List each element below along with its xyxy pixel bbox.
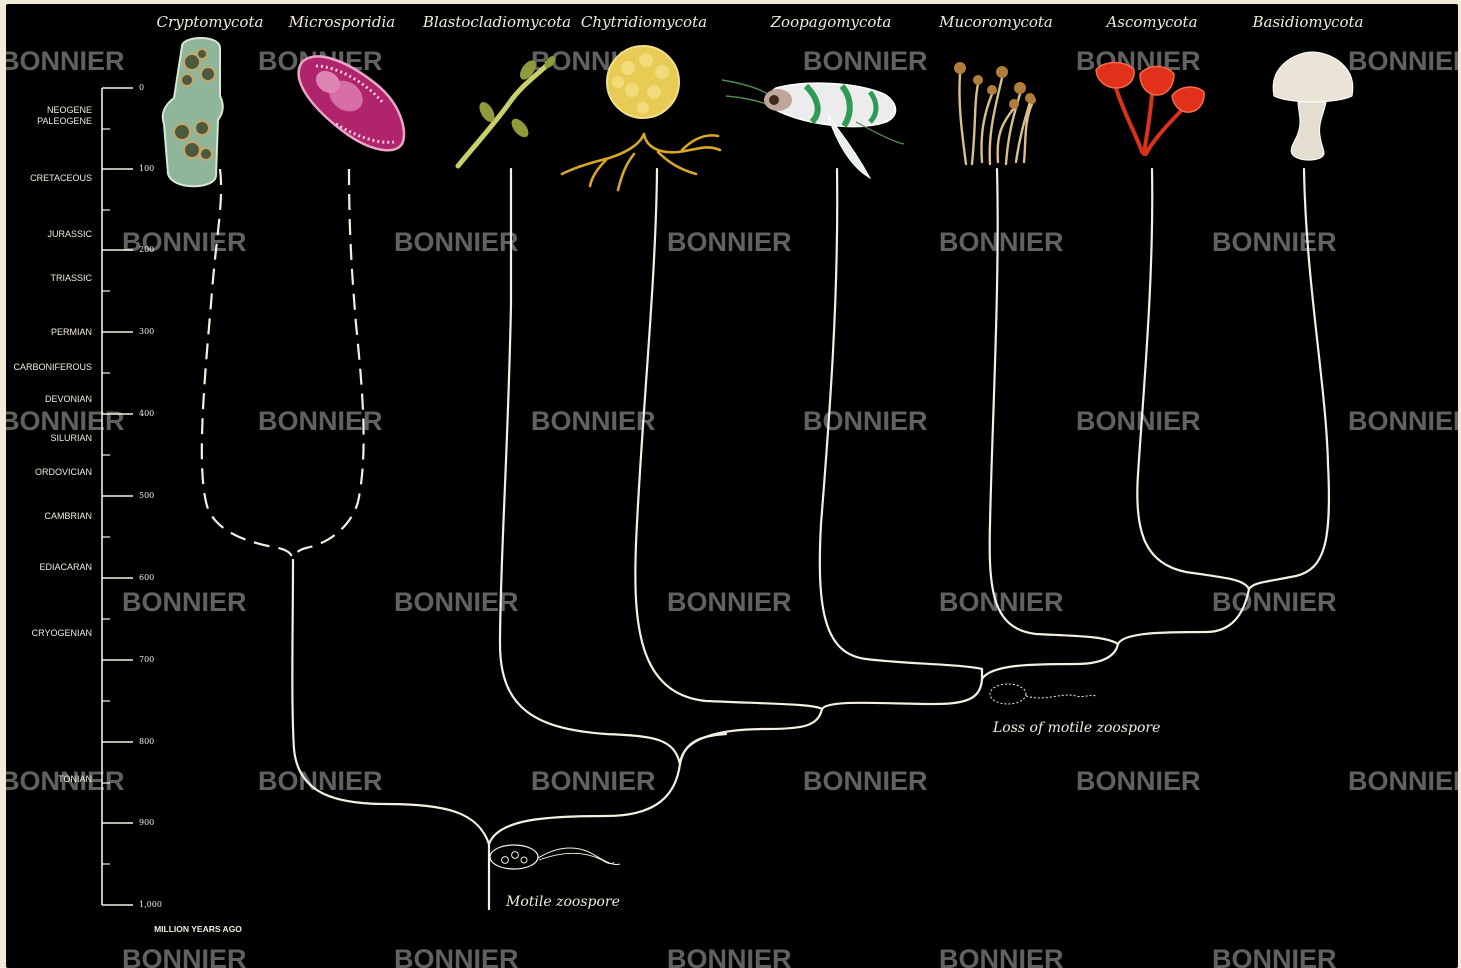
- watermark: BONNIER: [394, 227, 519, 257]
- watermark: BONNIER: [1212, 227, 1337, 257]
- period-label-devonian: DEVONIAN: [45, 394, 92, 404]
- lost-zoospore-icon: [990, 684, 1096, 704]
- watermark: BONNIER: [6, 406, 125, 436]
- tick-label-0: 0: [139, 83, 144, 92]
- watermark: BONNIER: [122, 944, 247, 968]
- watermark: BONNIER: [6, 46, 125, 76]
- watermark: BONNIER: [667, 944, 792, 968]
- branch-node-b: [680, 709, 822, 764]
- annotation-motile-zoospore: Motile zoospore: [505, 894, 620, 910]
- period-label-carboniferous: CARBONIFEROUS: [13, 362, 92, 372]
- period-label-tonian: TONIAN: [58, 774, 92, 784]
- clade-title-ascomycota: Ascomycota: [1104, 13, 1197, 31]
- tree-branches: [202, 169, 1329, 909]
- watermark: BONNIER: [803, 766, 928, 796]
- branch-microsporidia: [293, 169, 364, 560]
- watermark: BONNIER: [1076, 406, 1201, 436]
- watermark: BONNIER: [803, 46, 928, 76]
- watermark: BONNIER: [531, 406, 656, 436]
- tick-label-600: 600: [139, 573, 154, 582]
- watermark: BONNIER: [394, 944, 519, 968]
- period-label-triassic: TRIASSIC: [50, 273, 92, 283]
- clade-title-blastocladiomycota: Blastocladiomycota: [422, 13, 571, 31]
- ascomycota-illustration: [1096, 63, 1204, 155]
- watermark: BONNIER: [1348, 406, 1458, 436]
- period-label-cretaceous: CRETACEOUS: [30, 173, 92, 183]
- axis-title: MILLION YEARS AGO: [154, 924, 242, 934]
- watermark: BONNIER: [803, 406, 928, 436]
- watermark: BONNIER: [1348, 766, 1458, 796]
- blastocladiomycota-illustration: [458, 54, 558, 166]
- tick-label-500: 500: [139, 491, 154, 500]
- clade-title-cryptomycota: Cryptomycota: [157, 13, 264, 31]
- mucoromycota-illustration: [954, 62, 1036, 164]
- clade-title-mucoromycota: Mucoromycota: [938, 13, 1053, 31]
- clade-title-zoopagomycota: Zoopagomycota: [770, 13, 892, 31]
- period-label-ediacaran: EDIACARAN: [39, 562, 92, 572]
- tick-label-100: 100: [139, 164, 154, 173]
- phylogeny-poster: BONNIER BONNIER BONNIER BONNIER BONNIER …: [6, 4, 1458, 968]
- clade-title-basidiomycota: Basidiomycota: [1252, 13, 1364, 31]
- watermark: BONNIER: [122, 587, 247, 617]
- period-label-permian: PERMIAN: [51, 327, 92, 337]
- watermark: BONNIER: [1212, 587, 1337, 617]
- watermark: BONNIER: [1076, 766, 1201, 796]
- tick-label-700: 700: [139, 655, 154, 664]
- watermark: BONNIER: [1076, 46, 1201, 76]
- watermark: BONNIER: [667, 587, 792, 617]
- watermark: BONNIER: [939, 944, 1064, 968]
- period-label-cryogenian: CRYOGENIAN: [32, 628, 92, 638]
- microsporidia-illustration: [299, 56, 404, 150]
- period-label-ordovician: ORDOVICIAN: [35, 467, 92, 477]
- period-label-cambrian: CAMBRIAN: [44, 511, 92, 521]
- period-label-neogene: NEOGENE: [47, 105, 92, 115]
- watermark-layer: BONNIER BONNIER BONNIER BONNIER BONNIER …: [6, 46, 1458, 968]
- tick-label-900: 900: [139, 818, 154, 827]
- tick-label-300: 300: [139, 327, 154, 336]
- period-label-paleogene: PALEOGENE: [37, 116, 92, 126]
- annotation-loss-zoospore: Loss of motile zoospore: [992, 720, 1160, 736]
- clade-title-chytridiomycota: Chytridiomycota: [581, 13, 707, 31]
- clade-titles: Cryptomycota Microsporidia Blastocladiom…: [157, 13, 1364, 31]
- phylogeny-diagram: BONNIER BONNIER BONNIER BONNIER BONNIER …: [6, 4, 1458, 968]
- zoopagomycota-illustration: [722, 80, 904, 178]
- tick-label-400: 400: [139, 409, 154, 418]
- cryptomycota-illustration: [163, 38, 223, 186]
- tick-label-200: 200: [139, 245, 154, 254]
- basidiomycota-illustration: [1273, 52, 1353, 160]
- tick-label-1000: 1,000: [139, 900, 162, 909]
- period-label-silurian: SILURIAN: [50, 433, 92, 443]
- watermark: BONNIER: [1212, 944, 1337, 968]
- watermark: BONNIER: [667, 227, 792, 257]
- watermark: BONNIER: [939, 227, 1064, 257]
- watermark: BONNIER: [1348, 46, 1458, 76]
- tick-label-800: 800: [139, 737, 154, 746]
- branch-node-c: [822, 679, 982, 709]
- watermark: BONNIER: [531, 766, 656, 796]
- motile-zoospore-icon: [490, 845, 620, 869]
- branch-node-d: [982, 644, 1118, 679]
- clade-title-microsporidia: Microsporidia: [288, 13, 395, 31]
- period-label-jurassic: JURASSIC: [47, 229, 92, 239]
